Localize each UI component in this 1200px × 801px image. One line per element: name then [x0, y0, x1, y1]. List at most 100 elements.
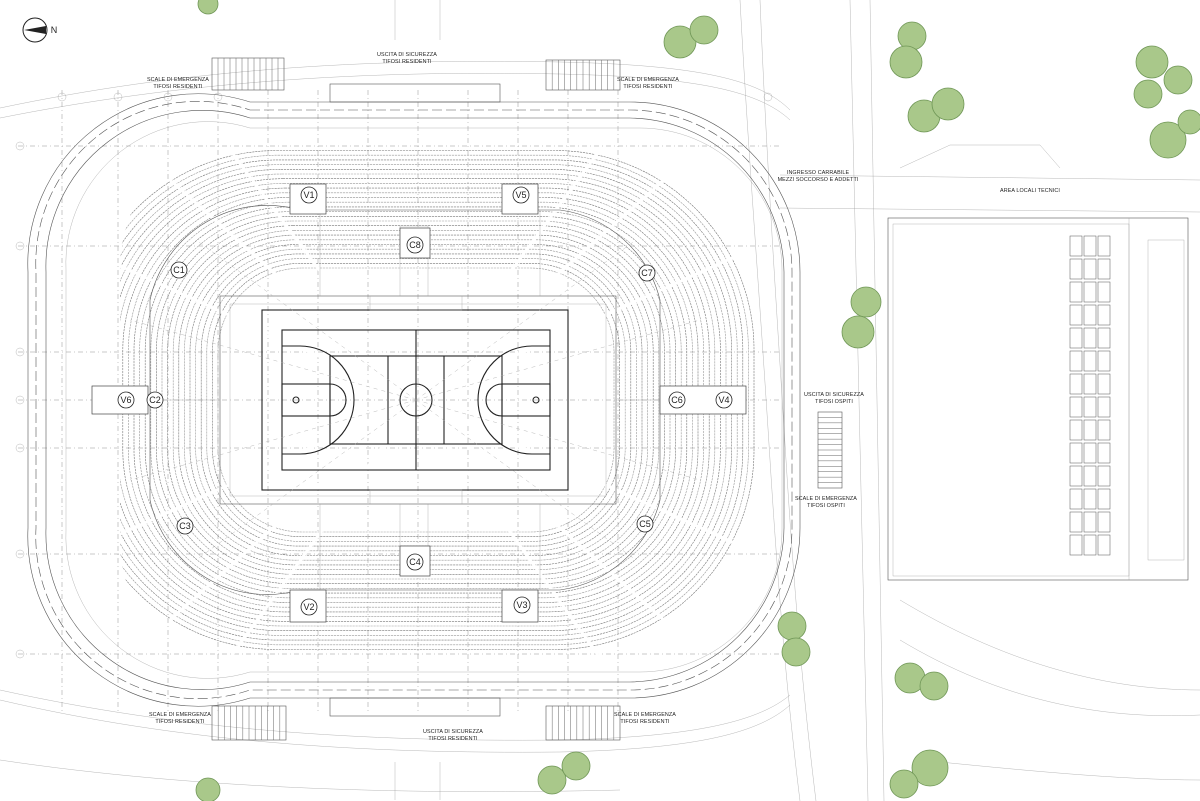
sector-C8: C8: [406, 236, 424, 254]
svg-text:C3: C3: [179, 521, 191, 531]
tech-module: [1083, 488, 1097, 510]
tree-icon: [1133, 45, 1200, 159]
tech-module: [1083, 419, 1097, 441]
svg-text:V1: V1: [303, 190, 314, 200]
tech-module: [1097, 327, 1111, 349]
grid-bubble-col: [57, 92, 773, 102]
aisle: [120, 248, 417, 402]
sector-C5: C5: [636, 515, 654, 533]
sector-V1: V1: [300, 186, 318, 204]
stairs-bl-label-2: TIFOSI RESIDENTI: [155, 719, 204, 725]
tech-modules: [1069, 235, 1111, 556]
tech-module: [1083, 396, 1097, 418]
tree-icon: [663, 15, 719, 59]
svg-text:V6: V6: [120, 395, 131, 405]
tech-area-label: AREA LOCALI TECNICI: [1000, 188, 1060, 194]
tech-module: [1069, 304, 1083, 326]
tree-icon: [889, 21, 965, 133]
svg-text:V5: V5: [515, 190, 526, 200]
tech-module: [1069, 235, 1083, 257]
sector-V4: V4: [715, 391, 733, 409]
seat-row: [184, 239, 648, 561]
aisle: [414, 149, 602, 401]
aisle: [169, 178, 417, 402]
exit-guests-label-1: USCITA DI SICUREZZA: [804, 392, 864, 398]
tech-module: [1083, 258, 1097, 280]
tech-module: [1069, 350, 1083, 372]
exit-bottom-label-1: USCITA DI SICUREZZA: [423, 729, 483, 735]
aisle: [415, 248, 751, 402]
svg-text:C6: C6: [671, 395, 683, 405]
seat-row: [128, 192, 704, 608]
vehicle-entry-label-1: INGRESSO CARRABILE: [787, 170, 850, 176]
tech-module: [1069, 258, 1083, 280]
tech-module: [1083, 511, 1097, 533]
seat-row: [195, 248, 637, 552]
stairs-tr-label-1: SCALE DI EMERGENZA: [617, 77, 679, 83]
tech-module: [1097, 488, 1111, 510]
tech-module: [1097, 511, 1111, 533]
sector-V6: V6: [117, 391, 135, 409]
tech-module: [1083, 465, 1097, 487]
svg-text:C8: C8: [409, 240, 421, 250]
svg-text:C1: C1: [173, 265, 185, 275]
grid-bubble-row: [15, 141, 25, 659]
tech-module: [1083, 442, 1097, 464]
seat-row: [120, 183, 716, 617]
aisle: [230, 399, 418, 656]
svg-text:C7: C7: [641, 268, 653, 278]
technical-area: [887, 217, 1189, 581]
tech-module: [1083, 304, 1097, 326]
tech-module: [1083, 373, 1097, 395]
tech-module: [1083, 350, 1097, 372]
svg-text:C4: C4: [409, 557, 421, 567]
tech-module: [1097, 304, 1111, 326]
seat-row: [120, 178, 721, 622]
sector-C6: C6: [668, 391, 686, 409]
sector-V3: V3: [513, 596, 531, 614]
tech-module: [1069, 281, 1083, 303]
tree-icon: [777, 611, 811, 667]
tech-module: [1097, 373, 1111, 395]
building-envelope: [27, 93, 801, 707]
exterior-stairs: [211, 57, 843, 741]
tech-module: [1097, 281, 1111, 303]
seat-row: [122, 187, 710, 613]
seat-row: [156, 216, 676, 584]
aisle: [169, 398, 417, 622]
tech-module: [1083, 327, 1097, 349]
tech-module: [1097, 396, 1111, 418]
tree-icon: [889, 749, 949, 799]
tech-module: [1097, 442, 1111, 464]
annotations: USCITA DI SICUREZZA TIFOSI RESIDENTI SCA…: [147, 52, 1060, 742]
north-label: N: [51, 25, 58, 35]
seating-tiers: [120, 149, 755, 656]
tech-module: [1083, 534, 1097, 556]
tech-module: [1097, 419, 1111, 441]
seat-row: [189, 244, 643, 556]
tech-module: [1097, 258, 1111, 280]
tech-module: [1097, 235, 1111, 257]
aisle: [414, 399, 600, 656]
aisle: [120, 398, 417, 552]
tech-module: [1069, 327, 1083, 349]
tree-icon: [195, 0, 221, 801]
seat-row: [150, 211, 682, 589]
sector-V5: V5: [512, 186, 530, 204]
svg-text:C2: C2: [149, 395, 161, 405]
seat-row: [144, 206, 688, 594]
sector-C7: C7: [638, 264, 656, 282]
stairs-guests-label-1: SCALE DI EMERGENZA: [795, 496, 857, 502]
basketball-court: [261, 295, 569, 505]
tech-module: [1083, 235, 1097, 257]
sector-C4: C4: [406, 553, 424, 571]
aisle: [228, 149, 418, 401]
stairs-tl-label-1: SCALE DI EMERGENZA: [147, 77, 209, 83]
vehicle-entry-label-2: MEZZI SOCCORSO E ADDETTI: [778, 177, 859, 183]
seat-row: [200, 253, 632, 547]
stair-treads: [217, 58, 842, 740]
seat-row: [120, 169, 732, 631]
tech-module: [1069, 396, 1083, 418]
